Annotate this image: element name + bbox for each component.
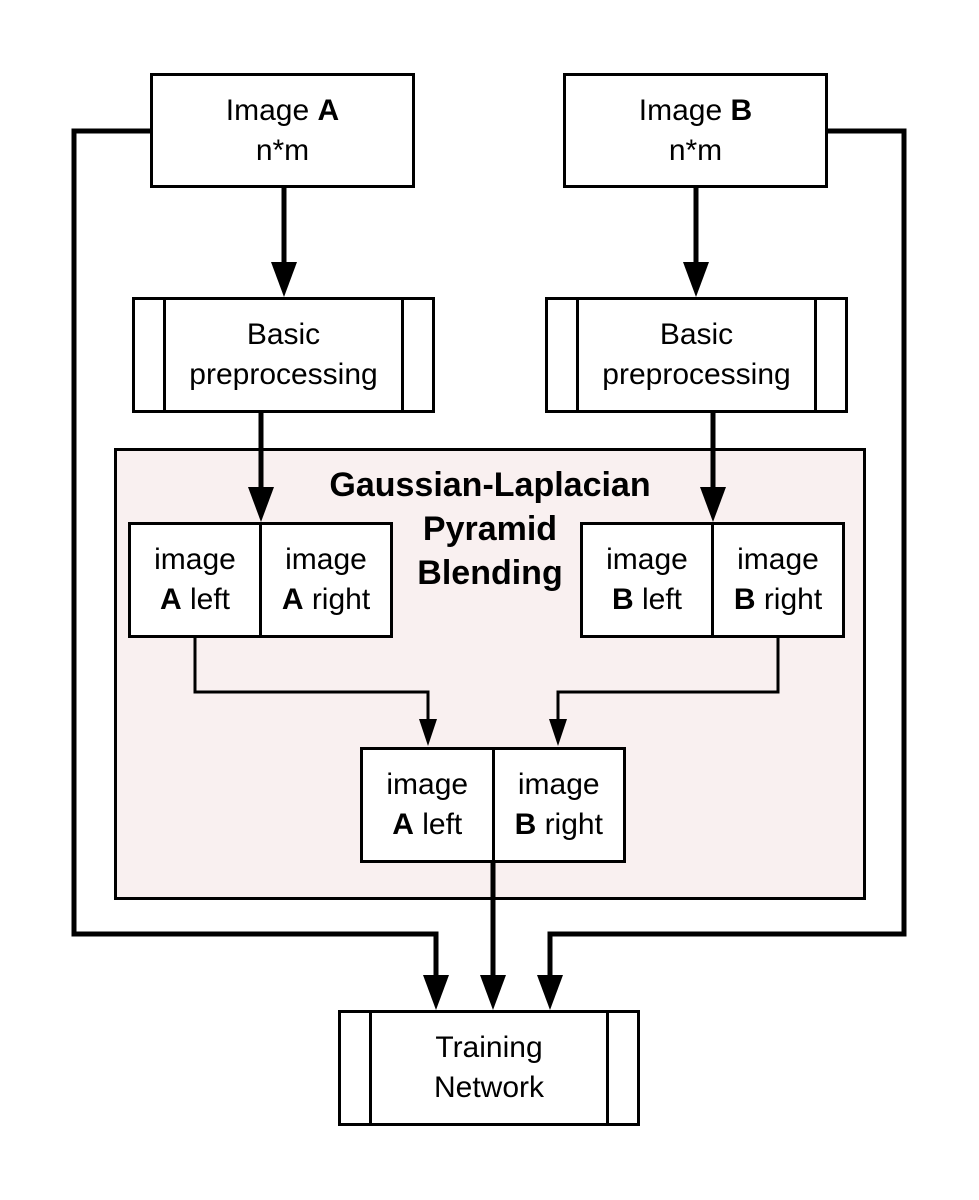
image-b-prefix: Image	[638, 93, 731, 127]
preprocess-a-label: Basic preprocessing	[135, 300, 432, 410]
image-a-prefix: Image	[225, 93, 318, 127]
preprocess-a-line1: Basic	[246, 318, 321, 351]
pyramid-blending-title-line2: Pyramid	[422, 510, 558, 548]
arrowhead-preprocess-b-to-split-b	[700, 487, 726, 522]
merged-left-word: image	[386, 768, 469, 801]
split-b-node: image B left image B right	[580, 522, 845, 638]
preprocess-b-node: Basic preprocessing	[545, 297, 848, 413]
pyramid-blending-title-line3: Blending	[417, 554, 563, 592]
arrowhead-image-a-bypass-to-training	[423, 975, 449, 1010]
split-a-left-side: left	[181, 583, 231, 616]
split-b-right-letter: B	[733, 583, 756, 616]
image-a-letter: A	[317, 93, 340, 127]
image-b-size: n*m	[668, 133, 723, 167]
training-network-line2: Network	[433, 1071, 545, 1104]
preprocess-b-bar-right	[814, 300, 817, 410]
split-a-left-letter: A	[159, 583, 182, 616]
pyramid-blending-title-line1: Gaussian-Laplacian	[329, 466, 651, 504]
training-network-label: Training Network	[341, 1013, 637, 1123]
edge-image-b-bypass-to-training	[547, 128, 907, 982]
split-b-right-word: image	[737, 543, 819, 576]
arrowhead-a-left-to-merged	[419, 719, 437, 746]
pyramid-blending-title: Gaussian-Laplacian Pyramid Blending	[290, 463, 690, 595]
arrowhead-image-b-to-preprocess-b	[683, 262, 709, 297]
split-b-right-cell: image B right	[711, 525, 842, 635]
merged-right-cell: image B right	[491, 750, 624, 860]
training-network-line1: Training	[435, 1031, 543, 1064]
split-a-right-letter: A	[281, 583, 304, 616]
split-a-node: image A left image A right	[128, 522, 393, 638]
arrowhead-b-right-to-merged	[549, 719, 567, 746]
arrowhead-merged-to-training	[480, 975, 506, 1010]
edge-a-left-to-merged	[193, 637, 430, 725]
preprocess-b-bar-left	[576, 300, 579, 410]
split-b-left-word: image	[606, 543, 688, 576]
preprocess-a-node: Basic preprocessing	[132, 297, 435, 413]
arrowhead-image-a-to-preprocess-a	[271, 262, 297, 297]
merged-right-letter: B	[514, 808, 537, 841]
preprocess-a-bar-right	[401, 300, 404, 410]
image-b-letter: B	[730, 93, 753, 127]
preprocess-a-bar-left	[163, 300, 166, 410]
merged-right-word: image	[517, 768, 600, 801]
split-a-left-cell: image A left	[131, 525, 259, 635]
merged-left-cell: image A left	[363, 750, 492, 860]
training-network-bar-left	[369, 1013, 372, 1123]
merged-node: image A left image B right	[360, 747, 626, 863]
arrowhead-image-b-bypass-to-training	[537, 975, 563, 1010]
preprocess-b-label: Basic preprocessing	[548, 300, 845, 410]
image-b-node: Image B n*m	[563, 73, 828, 188]
split-b-right-side: right	[755, 583, 823, 616]
edge-b-right-to-merged	[556, 637, 780, 725]
split-a-left-word: image	[154, 543, 236, 576]
edge-image-a-bypass-to-training	[71, 128, 439, 982]
preprocess-a-line2: preprocessing	[189, 358, 378, 391]
image-b-title: Image B	[639, 91, 752, 131]
training-network-bar-right	[606, 1013, 609, 1123]
split-b-left-cell: image B left	[583, 525, 711, 635]
arrowhead-preprocess-a-to-split-a	[248, 487, 274, 522]
image-a-node: Image A n*m	[150, 73, 415, 188]
split-a-right-word: image	[285, 543, 367, 576]
split-b-left-side: left	[633, 583, 683, 616]
split-a-right-cell: image A right	[259, 525, 390, 635]
preprocess-b-line2: preprocessing	[602, 358, 791, 391]
merged-left-letter: A	[392, 808, 414, 841]
image-a-size: n*m	[255, 133, 310, 167]
training-network-node: Training Network	[338, 1010, 640, 1126]
split-a-right-side: right	[303, 583, 371, 616]
image-a-title: Image A	[226, 91, 339, 131]
merged-right-side: right	[536, 808, 603, 841]
split-b-left-letter: B	[611, 583, 634, 616]
merged-left-side: left	[413, 808, 463, 841]
preprocess-b-line1: Basic	[659, 318, 734, 351]
